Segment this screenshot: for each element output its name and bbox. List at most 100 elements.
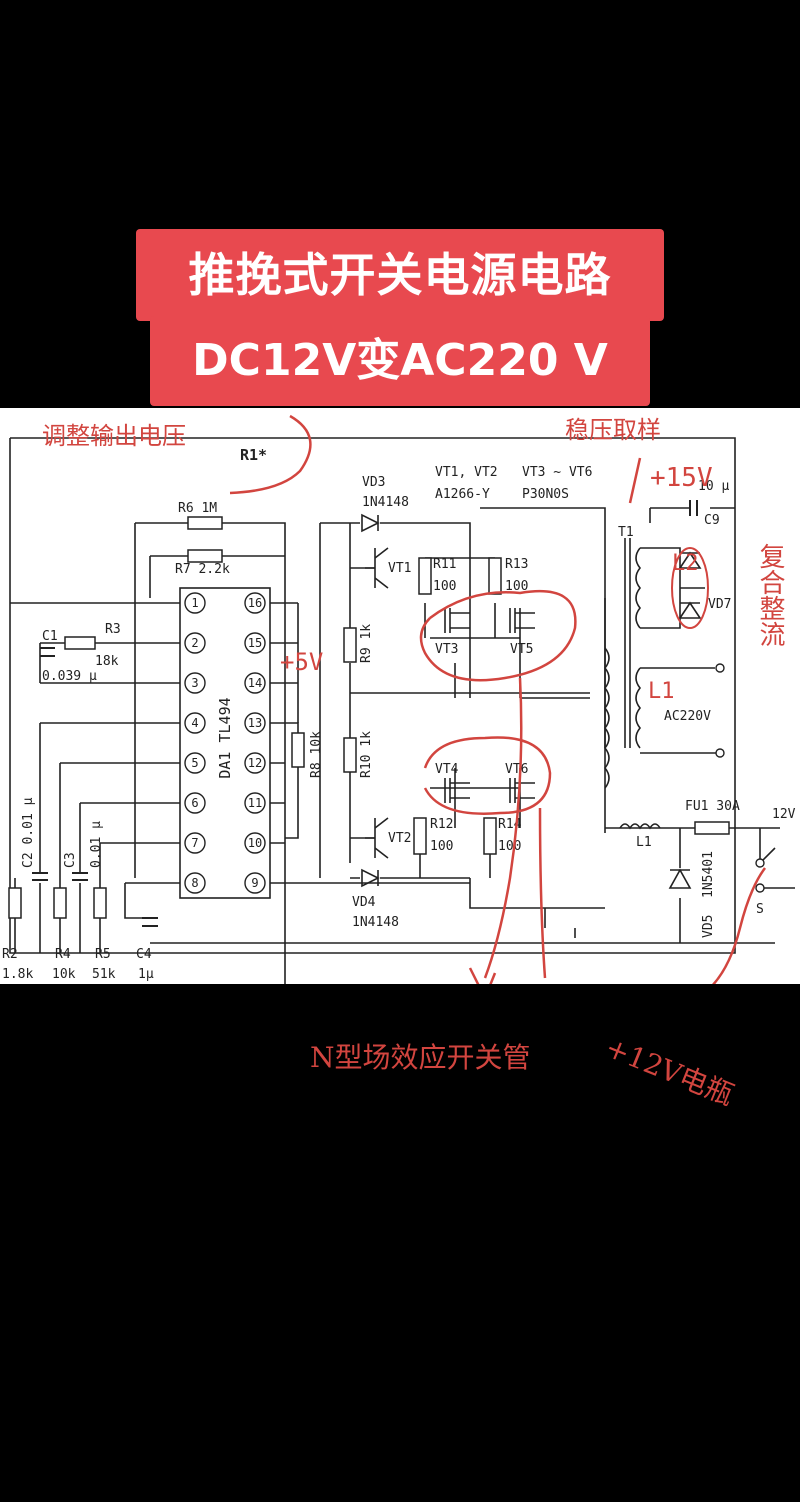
label-r12: R12 — [430, 817, 453, 832]
transformer-t1 — [603, 538, 776, 864]
mosfet-vt4 — [444, 778, 470, 803]
resistor-r10 — [343, 737, 357, 773]
wires — [9, 437, 795, 1003]
annotation-sampling: 稳压取样 — [565, 416, 661, 444]
ic-pins — [184, 592, 266, 894]
label-fu1: FU1 30A — [685, 799, 740, 814]
resistor-r5 — [93, 887, 107, 919]
label-vt3-vt6-part: P30N0S — [522, 487, 569, 502]
label-vt1-vt2-part: A1266-Y — [435, 487, 490, 502]
pin-label: 3 — [191, 676, 198, 690]
handwritten-marks — [229, 414, 767, 1011]
label-r4-value: 10k — [52, 967, 76, 982]
resistor-r8 — [291, 732, 305, 768]
pin-label: 4 — [191, 716, 198, 730]
pin-label: 2 — [191, 636, 198, 650]
label-r3: R3 — [105, 622, 121, 637]
label-c9-value: 10 μ — [698, 479, 729, 494]
label-r13: R13 — [505, 557, 528, 572]
resistors — [8, 516, 730, 919]
label-c9: C9 — [704, 513, 720, 528]
label-r5-value: 51k — [92, 967, 116, 982]
pin-label: 10 — [248, 836, 262, 850]
label-c4: C4 — [136, 947, 152, 962]
label-r2: R2 — [2, 947, 18, 962]
resistor-r6 — [187, 516, 223, 530]
label-ac220v: AC220V — [664, 709, 711, 724]
schematic-svg: 1 2 3 4 5 6 7 8 16 15 14 13 12 11 10 9 D… — [2, 414, 796, 1011]
resistor-r7 — [187, 549, 223, 563]
label-vd3: VD3 — [362, 475, 385, 490]
label-vt3-vt6: VT3 ~ VT6 — [522, 465, 592, 480]
label-r11: R11 — [433, 557, 456, 572]
label-c1-value: 0.039 μ — [42, 669, 97, 684]
label-vd4-value: 1N4148 — [352, 915, 399, 930]
label-s: S — [756, 902, 764, 917]
label-vt1: VT1 — [388, 561, 411, 576]
mosfet-vt6 — [509, 778, 535, 803]
annotation-l1: L1 — [648, 679, 675, 704]
annotation-mosfet: N型场效应开关管 — [310, 1041, 531, 1074]
annotation-l2: L2 — [672, 551, 699, 576]
label-r1: R1* — [240, 446, 267, 464]
transistor-vt2 — [365, 817, 389, 859]
schematic-diagram: 1 2 3 4 5 6 7 8 16 15 14 13 12 11 10 9 D… — [0, 408, 800, 1011]
label-r7: R7 2.2k — [175, 562, 230, 577]
pin-label: 1 — [191, 596, 198, 610]
resistor-r11 — [418, 557, 432, 595]
pin-label: 9 — [251, 876, 258, 890]
label-r12-value: 100 — [430, 839, 453, 854]
resistor-r14 — [483, 817, 497, 855]
pin-label: 6 — [191, 796, 198, 810]
label-vd3-value: 1N4148 — [362, 495, 409, 510]
resistor-r3 — [64, 636, 96, 650]
label-r2-value: 1.8k — [2, 967, 33, 982]
label-vt4: VT4 — [435, 762, 459, 777]
resistor-r12 — [413, 817, 427, 855]
label-12v: 12V — [772, 807, 796, 822]
annotation-battery: +12V电瓶 — [600, 1030, 739, 1112]
pin-label: 15 — [248, 636, 262, 650]
capacitors — [32, 500, 698, 927]
diode-vd7a — [678, 551, 702, 569]
label-r6: R6 1M — [178, 501, 217, 516]
title-line-1: 推挽式开关电源电路 — [136, 229, 664, 321]
fuse-fu1 — [694, 821, 730, 835]
annotation-15v: +15V — [650, 463, 713, 493]
resistor-r13 — [488, 557, 502, 595]
annotation-rectifier: 复合整流 — [755, 543, 785, 647]
label-vt6: VT6 — [505, 762, 528, 777]
mosfet-vt3 — [444, 608, 470, 633]
pin-label: 12 — [248, 756, 262, 770]
label-c2: C2 0.01 μ — [21, 797, 36, 868]
pin-label: 16 — [248, 596, 262, 610]
handwritten-labels: 调整输出电压 稳压取样 +15V +5V L2 L1 复合整流 — [42, 416, 785, 704]
label-vd4: VD4 — [352, 895, 376, 910]
pin-label: 7 — [191, 836, 198, 850]
label-vt2: VT2 — [388, 831, 411, 846]
label-l1: L1 — [636, 835, 652, 850]
label-r8: R8 10k — [309, 731, 324, 778]
label-vd5: VD5 — [701, 915, 716, 938]
annotation-adjust-output: 调整输出电压 — [42, 422, 186, 450]
label-r13-value: 100 — [505, 579, 528, 594]
ic-tl494-outline — [179, 587, 271, 899]
diode-vd3 — [361, 513, 380, 533]
label-c4-value: 1μ — [138, 967, 154, 982]
transistors — [365, 547, 535, 859]
diode-vd4 — [361, 868, 380, 888]
label-r10: R10 1k — [359, 731, 374, 778]
resistor-r9 — [343, 627, 357, 663]
label-c1: C1 — [42, 629, 58, 644]
label-r4: R4 — [55, 947, 71, 962]
label-r3-value: 18k — [95, 654, 119, 669]
resistor-r4 — [53, 887, 67, 919]
diode-vd7b — [678, 601, 702, 619]
pin-label: 11 — [248, 796, 262, 810]
pin-label: 5 — [191, 756, 198, 770]
pin-label: 13 — [248, 716, 262, 730]
label-r5: R5 — [95, 947, 111, 962]
pin-label: 8 — [191, 876, 198, 890]
label-t1: T1 — [618, 525, 634, 540]
label-vt3: VT3 — [435, 642, 458, 657]
